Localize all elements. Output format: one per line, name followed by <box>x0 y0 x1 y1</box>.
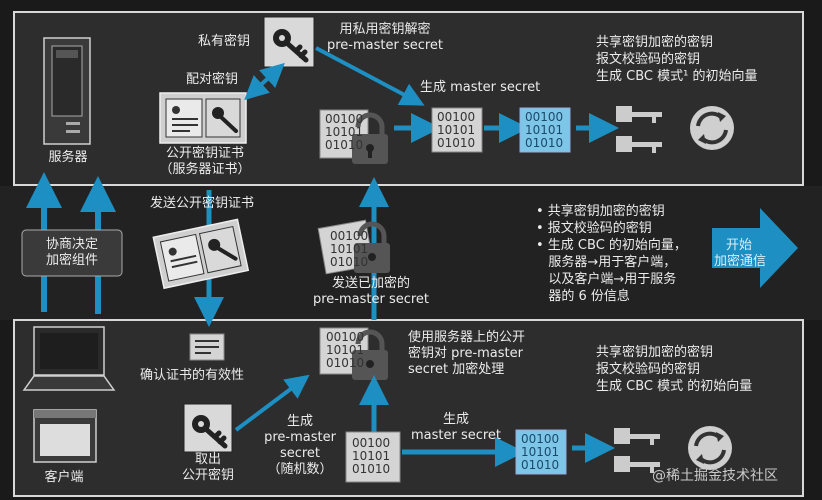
server-master-box <box>519 107 571 153</box>
client-gen-master-label: 生成 master secret <box>410 412 502 443</box>
start-encryption-arrow <box>712 208 798 288</box>
public-cert-label: 公开密钥证书 （服务器证书） <box>159 146 251 177</box>
client-cycle-icon <box>688 426 732 470</box>
key-pair-arrow <box>244 62 285 101</box>
client-master-box <box>515 429 567 475</box>
client-pre-master-binary: 00100 10101 01010 <box>352 436 391 476</box>
public-key-icon <box>183 403 233 453</box>
verify-cert-icon <box>189 333 225 361</box>
server-gen-master-label: 生成 master secret <box>420 80 541 95</box>
encrypt-label: 使用服务器上的公开 密钥对 pre-master secret 加密处理 <box>408 330 526 377</box>
decrypt-arrow <box>315 46 425 106</box>
watermark: @稀土掘金技术社区 <box>652 468 778 484</box>
sent-locked-binary: 00100 10101 01010 <box>330 229 369 269</box>
client-browser-icon <box>33 409 97 463</box>
negotiate-label: 协商决定 加密组件 <box>45 237 98 268</box>
start-encryption-label: 开始 加密通信 <box>714 238 767 269</box>
info-list: • 共享密钥加密的密钥 • 报文校验码的密钥 • 生成 CBC 的初始向量， 服… <box>536 204 687 304</box>
middle-band <box>0 186 822 320</box>
sent-locked-secret-icon <box>317 219 390 275</box>
server-locked-secret-icon <box>319 109 388 164</box>
client-locked-binary: 00100 10101 01010 <box>326 330 365 370</box>
negotiate-box <box>21 229 123 277</box>
client-keys-list: 共享密钥加密的密钥 报文校验码的密钥 生成 CBC 模式 的初始向量 <box>596 345 753 394</box>
sent-certificate-icon <box>152 218 250 290</box>
server-keys-icon <box>616 106 662 153</box>
server-certificate-icon <box>159 92 247 144</box>
key-pair-label: 配对密钥 <box>186 72 239 87</box>
server-pre-master-binary: 00100 10101 01010 <box>437 110 476 150</box>
client-panel <box>13 319 804 497</box>
client-label: 客户端 <box>44 470 84 485</box>
client-keys-icon <box>614 428 660 473</box>
server-label: 服务器 <box>48 150 88 165</box>
sent-encrypted-label: 发送已加密的 pre-master secret <box>312 276 430 307</box>
server-keys-list: 共享密钥加密的密钥 报文校验码的密钥 生成 CBC 模式¹ 的初始向量 <box>596 35 758 84</box>
client-pre-master-box <box>345 431 401 483</box>
client-laptop-icon <box>22 326 116 391</box>
send-cert-label: 发送公开密钥证书 <box>150 196 255 211</box>
server-locked-binary: 00100 10101 01010 <box>325 112 364 152</box>
verify-cert-label: 确认证书的有效性 <box>140 368 245 383</box>
take-key-arrow <box>234 374 310 432</box>
private-key-icon <box>263 16 315 68</box>
gen-pre-master-label: 生成 pre-master secret （随机数） <box>264 414 336 477</box>
server-master-binary: 00100 10101 01010 <box>525 110 564 150</box>
client-master-binary: 00100 10101 01010 <box>521 432 560 472</box>
take-key-label: 取出 公开密钥 <box>181 452 234 483</box>
private-key-label: 私有密钥 <box>198 34 251 49</box>
server-icon <box>43 37 91 145</box>
decrypt-label: 用私用密钥解密 pre-master secret <box>326 22 444 53</box>
client-locked-secret-icon <box>319 327 388 380</box>
server-pre-master-box <box>431 107 483 153</box>
server-cycle-icon <box>690 106 734 150</box>
